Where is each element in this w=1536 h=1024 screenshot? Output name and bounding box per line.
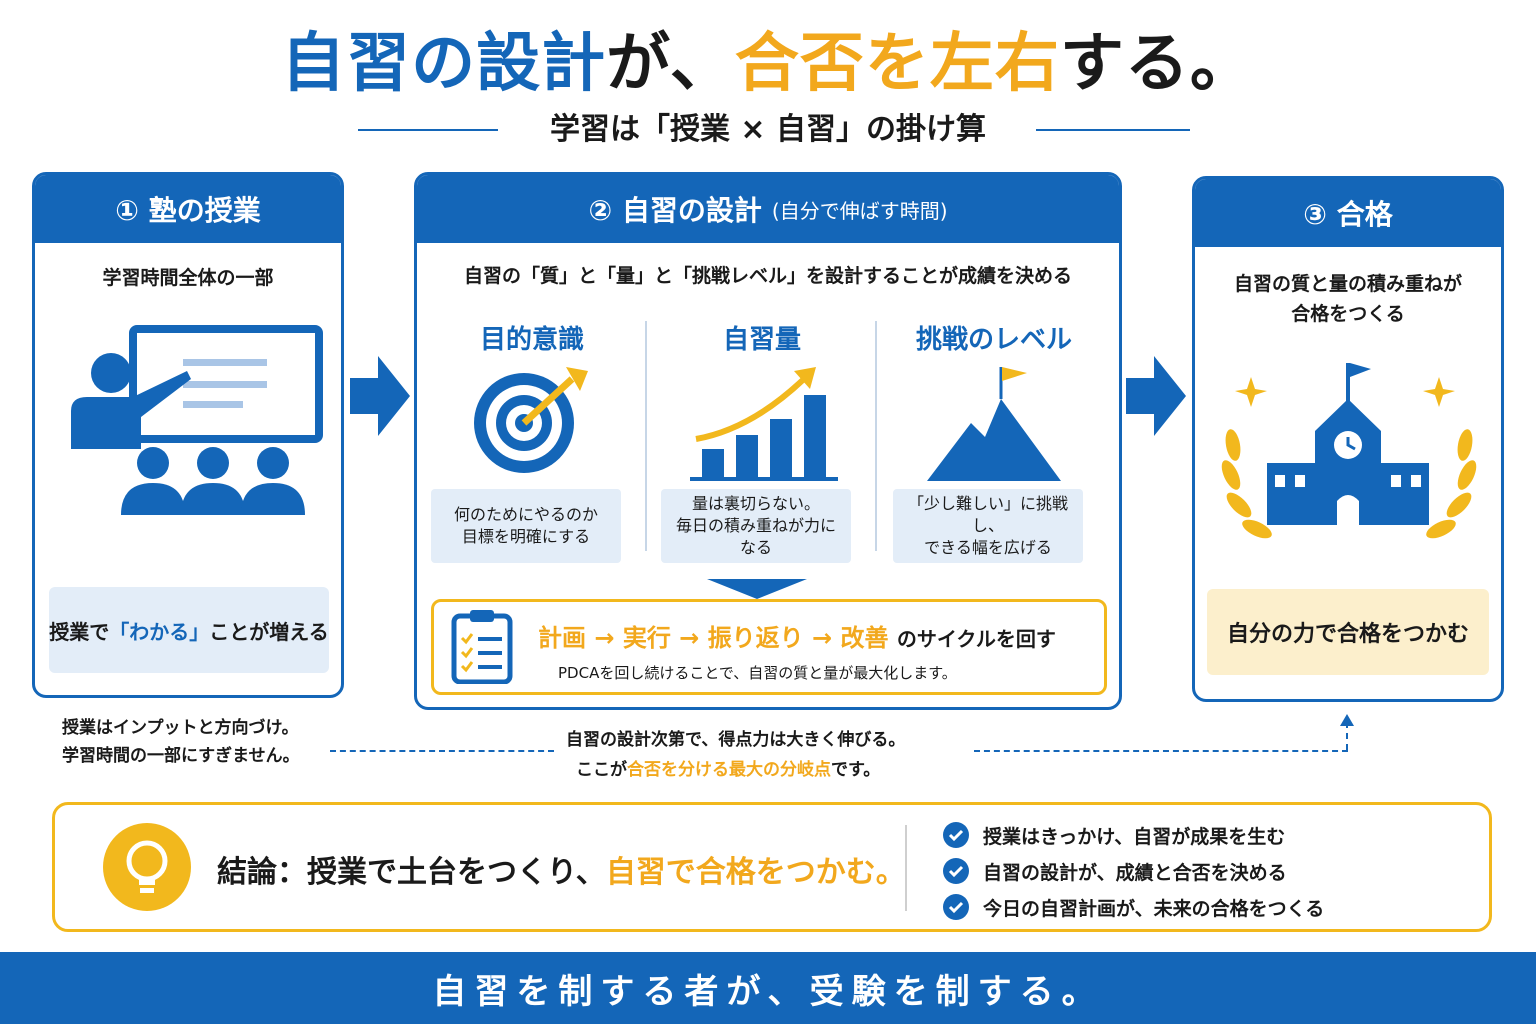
column-purpose: 目的意識 何のためにやるのか 目標を明確にする (417, 313, 647, 573)
arrow-up-icon (1340, 714, 1354, 726)
title-part-4: する。 (1059, 27, 1255, 101)
column-title: 自習量 (722, 325, 801, 355)
subtitle-right-line (1036, 129, 1190, 131)
dashed-connector-up (1346, 722, 1348, 750)
title-part-1: 自習の設計 (281, 27, 607, 101)
main-title: 自習の設計が、合否を左右する。 (0, 22, 1536, 106)
footer-banner: 自習を制する者が、受験を制する。 (0, 952, 1536, 1024)
note-center-accent: 合否を分ける最大の分岐点 (627, 760, 831, 780)
column-divider (875, 321, 877, 551)
subtitle: 学習は「授業 × 自習」の掛け算 (549, 112, 987, 147)
check-item: 今日の自習計画が、未来の合格をつくる (943, 889, 1324, 925)
note-center-line-1: 自習の設計次第で、得点力は大きく伸びる。 (566, 730, 906, 750)
panel-pass: ③ 合格 自習の質と量の積み重ねが 合格をつくる 自分の力で合格をつかむ (1192, 176, 1504, 702)
note-left-line-2: 学習時間の一部にすぎません。 (62, 746, 300, 766)
conclusion-prefix: 結論：授業で土台をつくり、 (217, 855, 606, 890)
panel-1-box-accent: 「わかる」 (109, 619, 210, 644)
column-description: 量は裏切らない。 毎日の積み重ねが力に なる (661, 489, 851, 563)
title-part-3: 合否を左右 (734, 27, 1060, 101)
classroom-icon (71, 325, 323, 515)
panel-1-highlight-box: 授業で「わかる」ことが増える (49, 587, 329, 673)
panel-3-text-line-2: 合格をつくる (1291, 303, 1405, 325)
pdca-cycle-title: 計画 → 実行 → 振り返り → 改善 のサイクルを回す (538, 618, 1056, 653)
note-center-line-2: ここが合否を分ける最大の分岐点です。 (576, 756, 880, 784)
conclusion-divider (905, 825, 907, 911)
check-circle-icon (943, 894, 969, 920)
check-item: 授業はきっかけ、自習が成果を生む (943, 817, 1324, 853)
pdca-steps: 計画 → 実行 → 振り返り → 改善 (538, 624, 889, 652)
check-item: 自習の設計が、成績と合否を決める (943, 853, 1324, 889)
conclusion-checklist: 授業はきっかけ、自習が成果を生む 自習の設計が、成績と合否を決める 今日の自習計… (943, 817, 1324, 925)
dashed-connector-left (330, 750, 554, 752)
column-title: 挑戦のレベル (915, 325, 1072, 355)
note-center-prefix: ここが (576, 760, 627, 780)
check-circle-icon (943, 822, 969, 848)
school-laurel-icon (1221, 363, 1477, 539)
panel-self-study-design: ② 自習の設計 (自分で伸ばす時間) 自習の「質」と「量」と「挑戦レベル」を設計す… (414, 172, 1122, 710)
panel-juku-class: ① 塾の授業 学習時間全体の一部 授業で「わかる」ことが増える (32, 172, 344, 698)
check-item-label: 今日の自習計画が、未来の合格をつくる (983, 897, 1325, 920)
panel-3-highlight-box: 自分の力で合格をつかむ (1207, 589, 1489, 675)
pdca-suffix: のサイクルを回す (896, 627, 1056, 651)
note-left-line-1: 授業はインプットと方向づけ。 (62, 718, 299, 738)
check-item-label: 自習の設計が、成績と合否を決める (983, 861, 1287, 884)
subtitle-row: 学習は「授業 × 自習」の掛け算 (0, 108, 1536, 152)
column-divider (645, 321, 647, 551)
panel-1-header: ① 塾の授業 (35, 175, 341, 243)
panel-2-header: ② 自習の設計 (自分で伸ばす時間) (417, 175, 1119, 243)
pdca-cycle-box: 計画 → 実行 → 振り返り → 改善 のサイクルを回す PDCAを回し続けるこ… (431, 599, 1107, 695)
mountain-flag-icon (927, 367, 1061, 481)
growth-chart-icon (690, 367, 838, 481)
arrow-right-icon (1126, 356, 1186, 436)
check-circle-icon (943, 858, 969, 884)
panel-1-text: 学習時間全体の一部 (102, 267, 274, 289)
panel-3-text-line-1: 自習の質と量の積み重ねが (1233, 273, 1462, 295)
clipboard-checklist-icon (451, 610, 513, 684)
column-description: 「少し難しい」に挑戦し、 できる幅を広げる (893, 489, 1083, 563)
conclusion-accent: 自習で合格をつかむ。 (605, 855, 906, 890)
panel-1-box-prefix: 授業で (49, 619, 110, 644)
note-center-suffix: です。 (831, 760, 881, 780)
panel-3-header: ③ 合格 (1195, 179, 1501, 247)
lightbulb-icon (103, 823, 191, 911)
conclusion-box: 結論：授業で土台をつくり、自習で合格をつかむ。 授業はきっかけ、自習が成果を生む… (52, 802, 1492, 932)
title-part-2: が、 (606, 27, 735, 101)
subtitle-left-line (358, 129, 498, 131)
column-title: 目的意識 (479, 325, 584, 355)
pdca-subtext: PDCAを回し続けることで、自習の質と量が最大化します。 (558, 664, 957, 682)
conclusion-text: 結論：授業で土台をつくり、自習で合格をつかむ。 (217, 847, 906, 891)
arrow-right-icon (350, 356, 410, 436)
column-volume: 自習量 量は裏切らない。 毎日の積み重ねが力に なる (647, 313, 877, 573)
target-icon (474, 367, 588, 473)
panel-2-header-small: (自分で伸ばす時間) (771, 198, 948, 223)
panel-1-box-suffix: ことが増える (209, 619, 329, 644)
dashed-connector-right (974, 750, 1348, 752)
column-description: 何のためにやるのか 目標を明確にする (431, 489, 621, 563)
panel-2-text: 自習の「質」と「量」と「挑戦レベル」を設計することが成績を決める (463, 265, 1072, 287)
check-item-label: 授業はきっかけ、自習が成果を生む (983, 825, 1286, 848)
down-arrow-icon (707, 579, 807, 599)
panel-2-header-title: ② 自習の設計 (588, 194, 762, 227)
column-challenge: 挑戦のレベル 「少し難しい」に挑戦し、 できる幅を広げる (879, 313, 1109, 573)
